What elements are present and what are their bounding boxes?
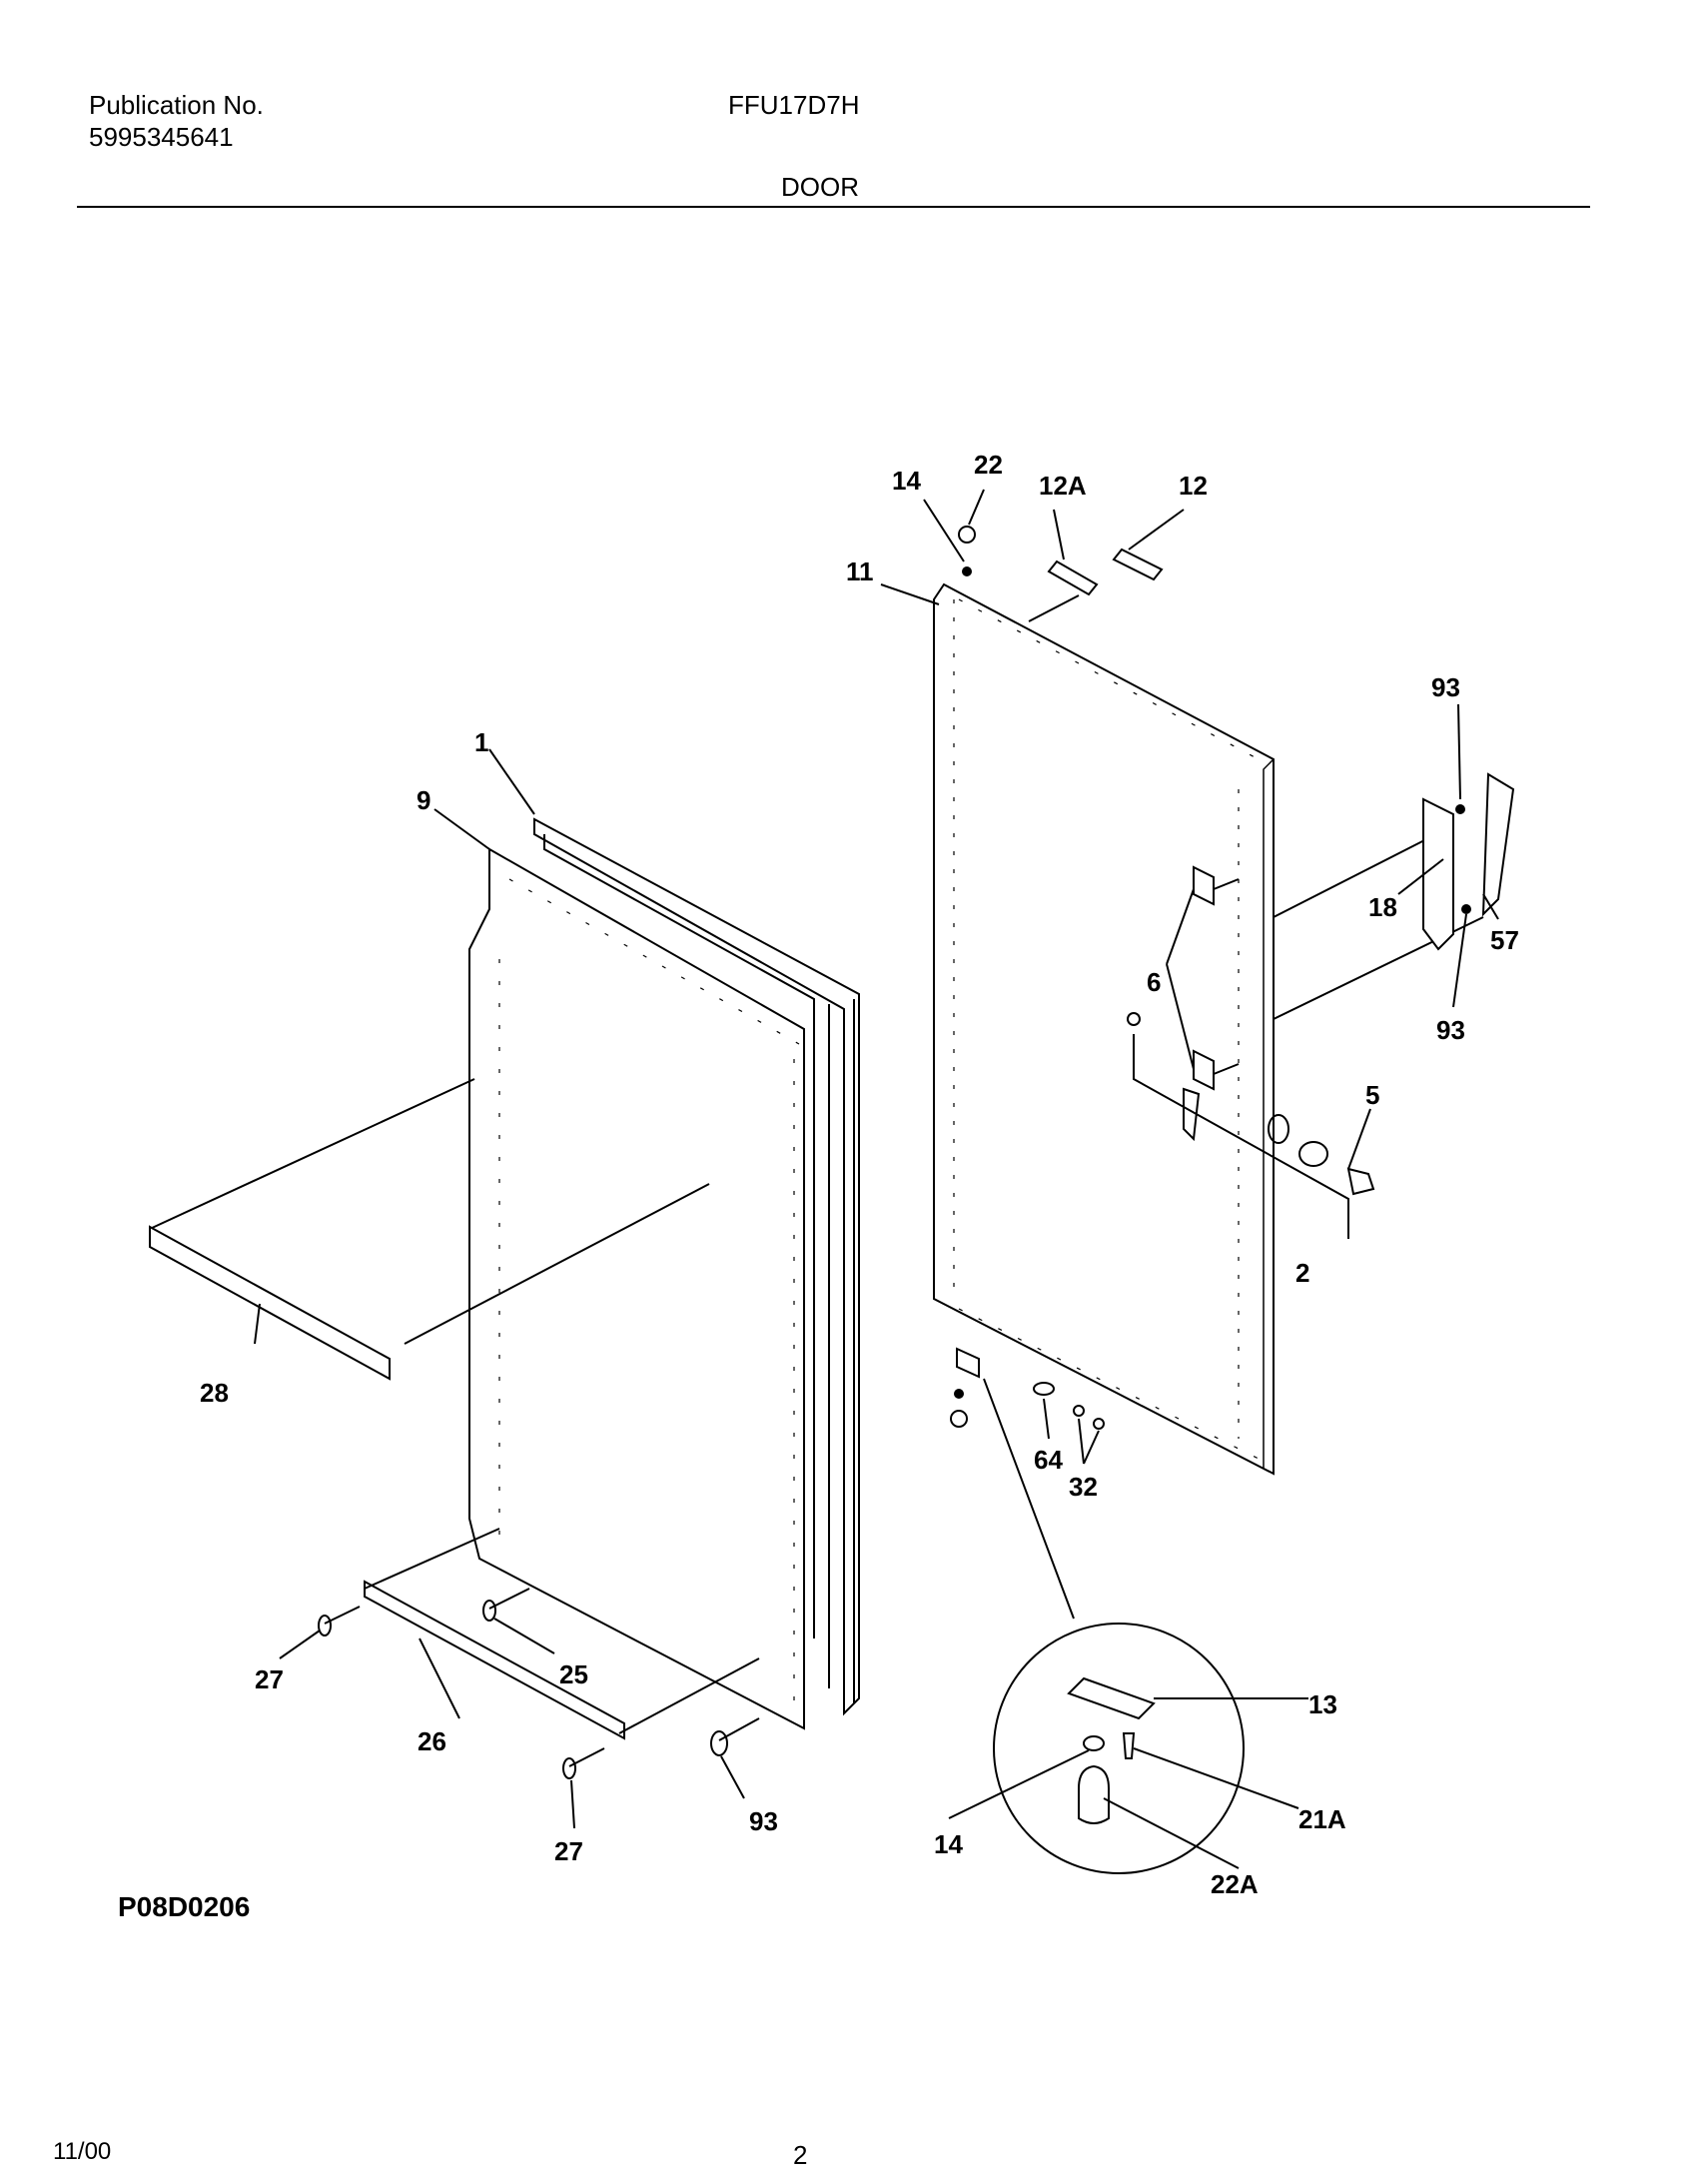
callout-18: 18 (1368, 892, 1397, 922)
screw-93-bottom (710, 1717, 760, 1756)
screw-27-a (318, 1606, 361, 1637)
callout-26: 26 (418, 1726, 446, 1756)
header-rule (77, 206, 1590, 208)
publication-number: 5995345641 (89, 122, 234, 152)
model-number: FFU17D7H (728, 90, 860, 120)
callout-64: 64 (1034, 1445, 1063, 1475)
callout-25: 25 (559, 1659, 588, 1689)
callout-22a: 22A (1211, 1869, 1259, 1899)
callout-13: 13 (1308, 1689, 1337, 1719)
breaker-strip-28 (149, 1225, 391, 1381)
callout-21a: 21A (1298, 1804, 1346, 1834)
page-number: 2 (793, 2140, 808, 2170)
callout-14-top: 14 (892, 466, 921, 496)
callout-22: 22 (974, 450, 1003, 480)
callout-93-top: 93 (1431, 672, 1460, 702)
callout-9: 9 (417, 785, 430, 815)
revision-date: 11/00 (53, 2138, 112, 2165)
callout-12a: 12A (1039, 471, 1087, 501)
bottom-strip-26 (364, 1580, 625, 1740)
door-gasket (533, 817, 860, 1716)
inner-door-liner (468, 847, 805, 1730)
callout-93-bottom: 93 (749, 1806, 778, 1836)
screw-25 (482, 1588, 530, 1622)
callout-28: 28 (200, 1378, 229, 1408)
callout-27-a: 27 (255, 1664, 284, 1694)
callout-6: 6 (1147, 967, 1161, 997)
section-title: DOOR (781, 172, 859, 202)
callout-5: 5 (1365, 1080, 1379, 1110)
callout-32: 32 (1069, 1472, 1098, 1502)
publication-label: Publication No. (89, 90, 264, 120)
callout-57: 57 (1490, 925, 1519, 955)
outer-door-panel (933, 582, 1275, 1476)
callout-93-mid: 93 (1436, 1015, 1465, 1045)
callout-1: 1 (474, 727, 488, 757)
callout-2: 2 (1295, 1258, 1309, 1288)
figure-code: P08D0206 (118, 1891, 251, 1922)
callout-27-b: 27 (554, 1836, 583, 1866)
callout-12: 12 (1179, 471, 1208, 501)
detail-circle (993, 1623, 1245, 1874)
callout-11: 11 (846, 556, 874, 586)
screw-27-b (562, 1747, 605, 1779)
callout-14-bottom: 14 (934, 1829, 963, 1859)
